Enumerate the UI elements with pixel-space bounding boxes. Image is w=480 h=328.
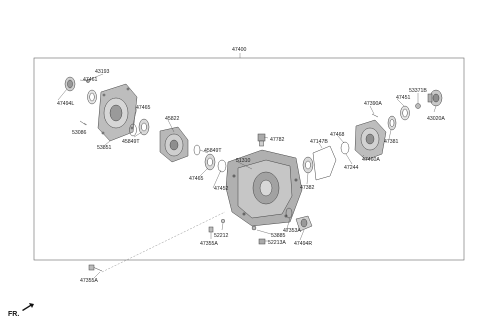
callout-47451: 47451 xyxy=(396,95,411,101)
callout-47460A: 47460A xyxy=(362,157,380,163)
companion-flange xyxy=(427,89,443,107)
callout-47390A: 47390A xyxy=(364,101,382,107)
callout-47465-b: 47465 xyxy=(189,176,204,182)
right-cover xyxy=(354,119,387,161)
callout-45849T-a: 45849T xyxy=(122,139,140,145)
callout-47494L: 47494L xyxy=(57,101,74,107)
pinion-bearing xyxy=(302,156,314,174)
callout-47147B: 47147B xyxy=(310,139,328,145)
direction-label: FR. xyxy=(8,311,19,318)
o-ring-47468 xyxy=(340,141,350,155)
breather-plug xyxy=(257,133,266,147)
callout-47381: 47381 xyxy=(384,139,399,145)
left-oil-seal xyxy=(87,89,97,105)
leader-lines xyxy=(57,73,437,279)
callout-47461: 47461 xyxy=(83,77,98,83)
callout-45822: 45822 xyxy=(165,116,180,122)
callout-47782: 47782 xyxy=(270,137,285,143)
carrier-housing xyxy=(225,149,303,227)
left-cover xyxy=(97,83,138,142)
drain-plug xyxy=(258,238,266,245)
callout-52213A: 52213A xyxy=(268,240,286,246)
right-bearing xyxy=(387,115,397,131)
gasket xyxy=(312,145,337,181)
callout-47353A: 47353A xyxy=(283,228,301,234)
callout-53371B: 53371B xyxy=(409,88,427,94)
callout-47452: 47452 xyxy=(214,186,229,192)
ring-47452 xyxy=(217,159,227,173)
front-arrow-icon xyxy=(22,303,34,311)
callout-53851: 53851 xyxy=(97,145,112,151)
bolt-53086 xyxy=(79,120,87,126)
callout-53885: 53885 xyxy=(271,233,286,239)
nut-53371B xyxy=(415,103,421,109)
assembly-label: 47400 xyxy=(232,47,247,53)
differential-case xyxy=(159,126,189,163)
callout-51310: 51310 xyxy=(236,158,251,164)
callout-47244: 47244 xyxy=(344,165,359,171)
side-bearing xyxy=(204,153,216,171)
right-seal xyxy=(400,105,410,121)
shim xyxy=(193,144,201,156)
callout-45849T-b: 45849T xyxy=(204,148,222,154)
left-bearing xyxy=(138,118,150,136)
bolt-47355A xyxy=(208,226,214,233)
left-output-flange xyxy=(64,76,76,92)
plug-52212 xyxy=(220,218,226,224)
callout-53086: 53086 xyxy=(72,130,87,136)
callout-52212: 52212 xyxy=(214,233,229,239)
callout-43020A: 43020A xyxy=(427,116,445,122)
callout-47355A-b: 47355A xyxy=(80,278,98,284)
callout-47382: 47382 xyxy=(300,185,315,191)
right-output-flange xyxy=(295,215,313,232)
dashed-link xyxy=(101,211,226,273)
bolt-47355A-lower xyxy=(88,264,103,272)
assembly-frame xyxy=(33,57,465,261)
bolt-47390A xyxy=(371,113,379,118)
callout-47494R: 47494R xyxy=(294,241,312,247)
callout-43193: 43193 xyxy=(95,69,110,75)
seal-47353A xyxy=(285,207,293,219)
callout-47355A-a: 47355A xyxy=(200,241,218,247)
callout-47468: 47468 xyxy=(330,132,345,138)
callout-47465: 47465 xyxy=(136,105,151,111)
o-ring xyxy=(251,225,257,231)
